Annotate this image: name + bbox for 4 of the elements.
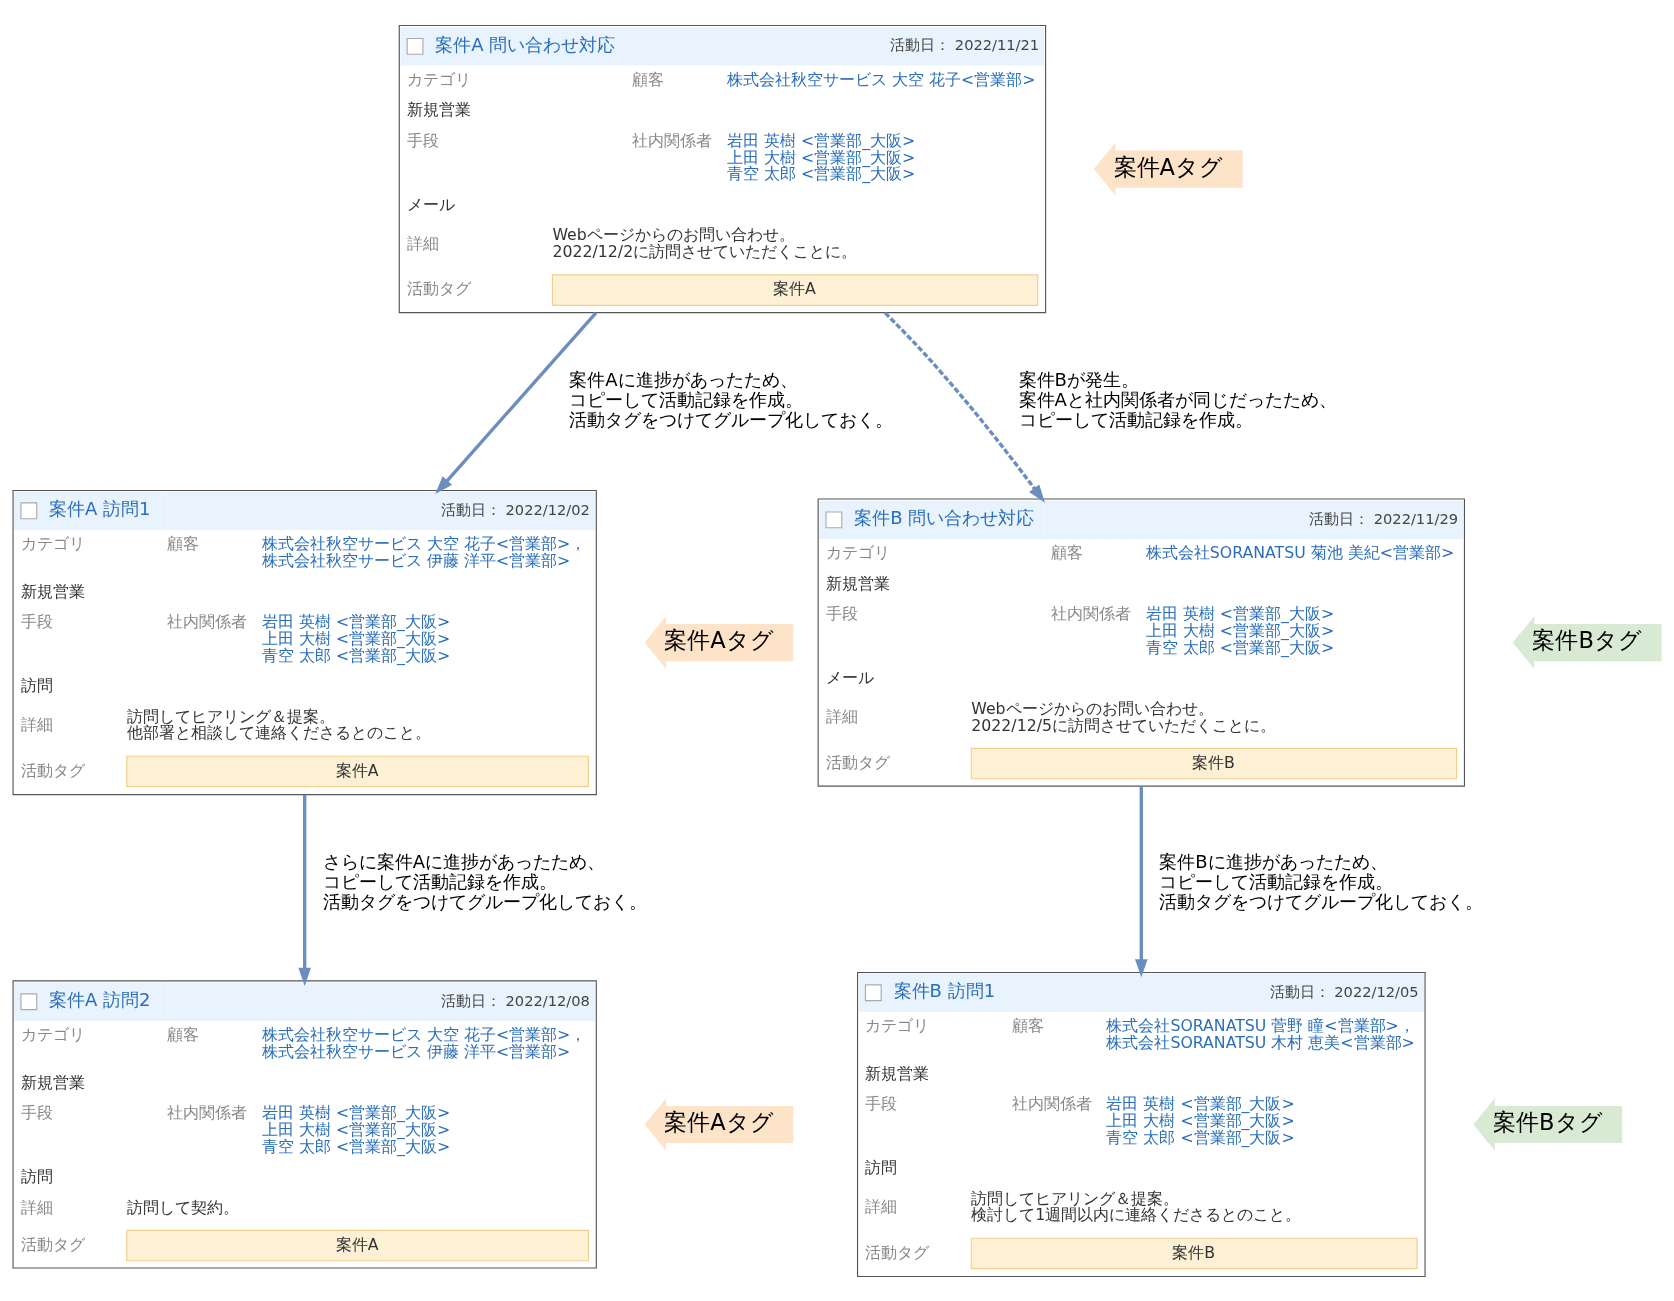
edge-label: 案件Bに進捗があったため、コピーして活動記録を作成。活動タグをつけてグループ化しておく。 [1159,850,1484,912]
edge-label: さらに案件Aに進捗があったため、コピーして活動記録を作成。活動タグをつけてグループ化しておく。 [322,850,647,912]
edge-label: 案件Bが発生。案件Aと社内関係者が同じだったため、コピーして活動記録を作成。 [1018,368,1337,430]
edge-label: 案件Aに進捗があったため、コピーして活動記録を作成。活動タグをつけてグループ化しておく。 [569,368,894,430]
